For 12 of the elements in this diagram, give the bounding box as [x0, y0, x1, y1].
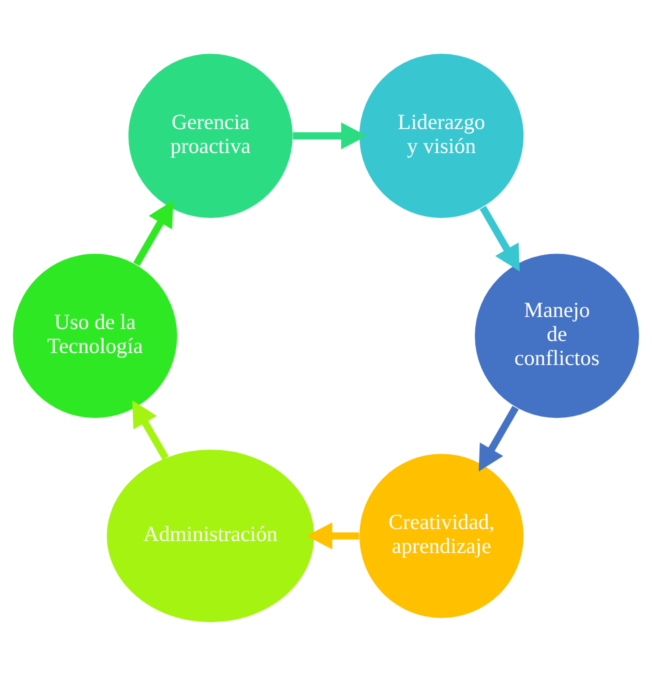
- node-circle: Gerencia proactiva: [128, 53, 293, 218]
- arrow: [133, 200, 174, 266]
- node-circle: Uso de la Tecnología: [12, 253, 178, 418]
- arrow: [478, 405, 519, 471]
- arrow: [132, 400, 169, 460]
- node-circle: Creatividad, aprendizaje: [359, 453, 524, 618]
- arrow: [480, 205, 520, 271]
- node-circle: Manejo de conflictos: [474, 253, 640, 418]
- arrow: [292, 122, 367, 149]
- arrow: [306, 522, 360, 549]
- node-circle: Liderazgo y visión: [359, 53, 524, 218]
- node-ellipse: Administración: [106, 449, 314, 622]
